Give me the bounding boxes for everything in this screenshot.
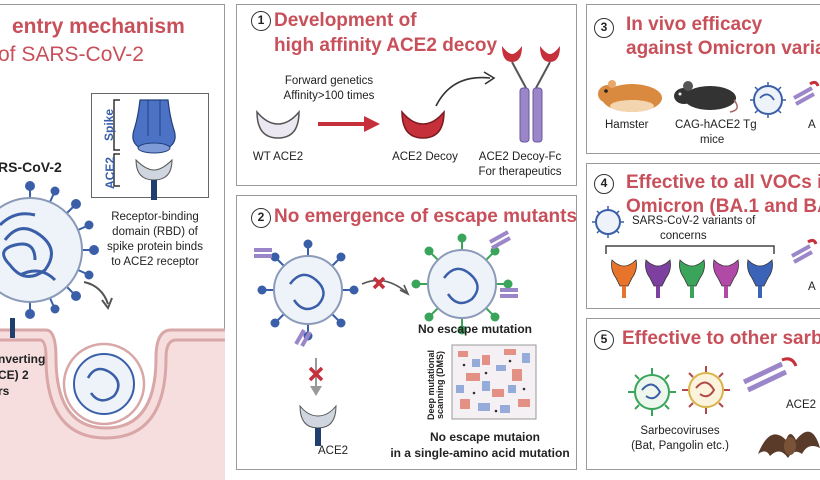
ace2-decoy-fc-antibody (502, 46, 560, 143)
hamster-illustration (598, 80, 662, 112)
panel-2-ace2-label: ACE2 (318, 445, 349, 457)
blocked-arrow-down (308, 358, 324, 396)
dms-heatmap (451, 344, 537, 420)
panel-1-title-line2: high affinity ACE2 decoy (274, 35, 498, 56)
panel-2-number: 2 (251, 208, 271, 228)
rbd-text-1: Receptor-binding (111, 211, 199, 223)
affinity-label: Affinity>100 times (283, 90, 375, 102)
decoy-fc-label-1: ACE2 Decoy-Fc (478, 151, 562, 163)
forward-genetics-label: Forward genetics (284, 75, 374, 87)
no-escape-single-1: No escape mutaion (429, 430, 541, 444)
panel-5-number: 5 (594, 330, 614, 350)
dms-label-2: scanning (DMS) (435, 350, 446, 420)
variant-spike (679, 259, 705, 298)
variant-spikes (611, 259, 773, 298)
left-title-line2: of SARS-CoV-2 (0, 43, 144, 66)
rbd-text-2: domain (RBD) of (112, 226, 198, 238)
converting-text-2: CE) 2 (0, 368, 29, 382)
panel-4-antibody-icon (791, 238, 818, 264)
green-virus-illustration (411, 230, 518, 335)
panel-3-virus-icon (750, 82, 786, 118)
panel-3 (586, 4, 820, 154)
wt-ace2-label: WT ACE2 (252, 151, 304, 163)
panel-3-title-line2: against Omicron varian (626, 38, 820, 59)
ace2-decoy-label: ACE2 Decoy (392, 151, 458, 163)
variant-spike (611, 259, 637, 298)
panel-5-antibody-icon (742, 357, 798, 393)
sarbeco-label-1: Sarbecoviruses (640, 425, 720, 437)
forward-arrow (318, 116, 380, 132)
ace2-decoy-shape (401, 109, 445, 139)
decoy-fc-label-2: For therapeutics (478, 166, 562, 178)
mice-label-2: mice (700, 134, 725, 146)
variants-label-2: concerns (660, 230, 707, 242)
panel-5-title: Effective to other sarbe (622, 328, 820, 349)
no-escape-mutation-label: No escape mutation (417, 322, 533, 336)
virus-label: RS-CoV-2 (0, 159, 62, 175)
entry-arrow (83, 281, 113, 311)
panel-5-ace2-label: ACE2 (786, 399, 817, 411)
cell-membrane-illustration (0, 318, 225, 480)
panel-4-title-line1: Effective to all VOCs in (626, 172, 820, 193)
rbd-text-4: to ACE2 receptor (111, 256, 199, 268)
panel-2 (236, 195, 577, 470)
panel-3-title-line1: In vivo efficacy (626, 14, 763, 35)
curved-arrow-to-fc (435, 71, 496, 107)
sarbeco-label-2: (Bat, Pangolin etc.) (631, 440, 729, 452)
left-title-line1: entry mechanism (12, 15, 185, 38)
blocked-arrow-right (361, 276, 410, 296)
mouse-illustration (674, 81, 738, 113)
bat-icon (758, 431, 820, 458)
variants-label-1: SARS-CoV-2 variants of (632, 215, 756, 227)
variant-spike (645, 259, 671, 298)
wt-ace2-shape (256, 109, 300, 139)
spike-label: Spike (102, 108, 117, 142)
ace2-receptor-shape (299, 404, 337, 446)
panel-4-virus-icon (592, 206, 624, 238)
sars-cov-2-virus-illustration (0, 181, 99, 319)
panel-2-title: No emergence of escape mutants (274, 206, 578, 227)
rbd-text-3: spike protein binds (107, 241, 203, 253)
converting-text-3: rs (0, 384, 10, 398)
virus-with-decoys-illustration (254, 239, 359, 347)
panel-3-number: 3 (594, 18, 614, 38)
mice-label-1: CAG-hACE2 Tg (675, 119, 757, 131)
panel-4-title-line2: Omicron (BA.1 and BA (626, 196, 820, 217)
variant-spike (713, 259, 739, 298)
panel-4 (586, 163, 820, 309)
variant-bracket (605, 245, 775, 254)
no-escape-single-2: in a single-amino acid mutation (390, 446, 570, 460)
sarbecovirus-green-icon (628, 368, 676, 416)
variant-spike (747, 259, 773, 298)
spike-ace2-binding-illustration (113, 99, 176, 200)
panel-1-number: 1 (251, 11, 271, 31)
panel-1-title-line1: Development of (274, 10, 417, 31)
panel-3-antibody-icon (793, 80, 820, 106)
ace2-label: ACE2 (103, 156, 118, 190)
hamster-label: Hamster (605, 119, 649, 131)
panel-4-cut-label: A (808, 281, 816, 293)
panel-3-cut-label: A (808, 119, 816, 131)
converting-text-1: nverting (0, 352, 46, 366)
panel-4-number: 4 (594, 174, 614, 194)
sarbecovirus-yellow-icon (682, 366, 730, 414)
